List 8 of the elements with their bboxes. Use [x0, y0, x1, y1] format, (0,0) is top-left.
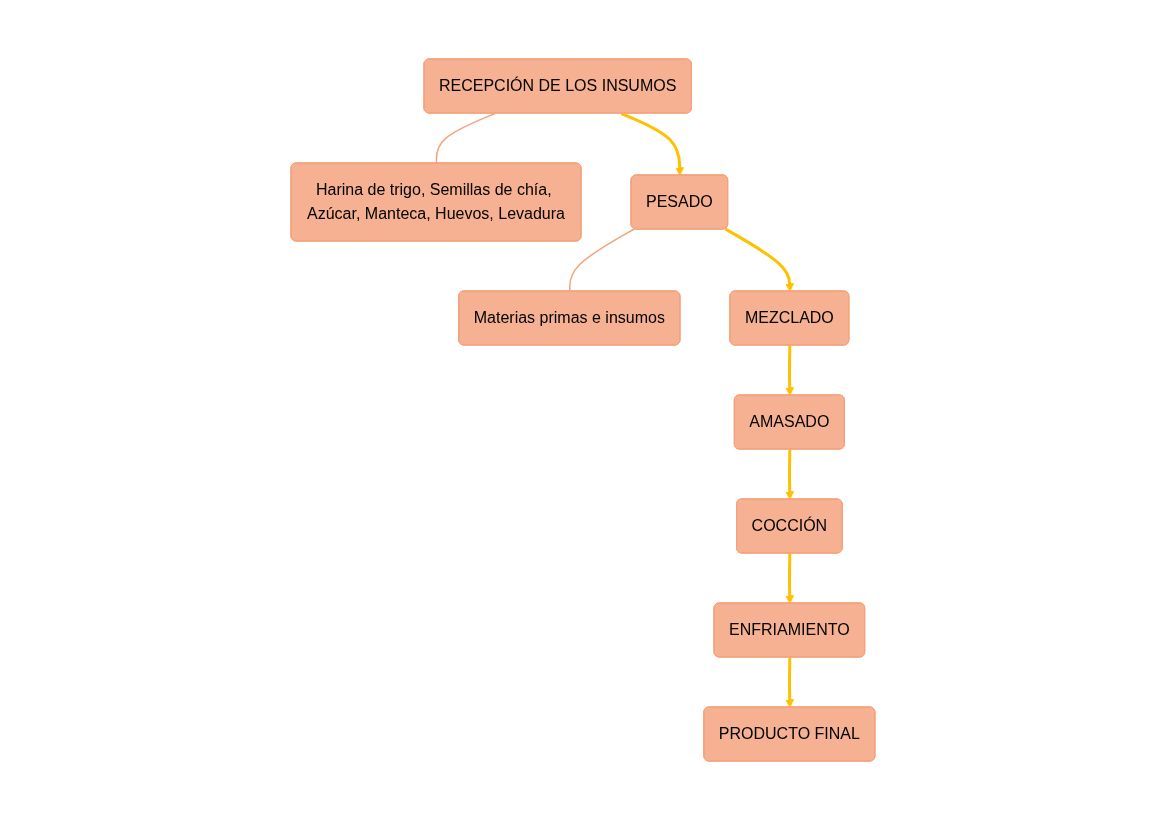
- arrow: [784, 448, 794, 500]
- connector: [568, 227, 635, 292]
- arrow: [784, 344, 794, 396]
- arrow: [784, 656, 794, 708]
- arrow: [620, 111, 684, 176]
- arrow: [724, 227, 794, 292]
- arrow: [784, 552, 794, 604]
- connector: [435, 112, 496, 164]
